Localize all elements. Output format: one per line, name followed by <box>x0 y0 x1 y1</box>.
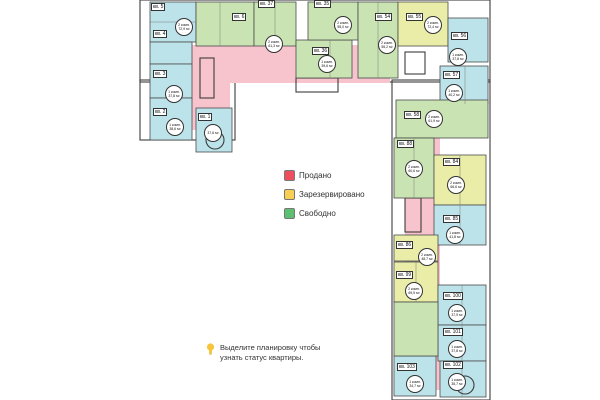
legend-label: Продано <box>299 171 332 180</box>
apartment-area-badge: 1 комн.38,6 м² <box>166 118 184 136</box>
stair-top-right <box>404 51 426 75</box>
apartment-label: кв. 99 <box>396 271 414 279</box>
apartment-area-badge: 1 комн.37,8 м² <box>449 48 467 66</box>
hint-line-1: Выделите планировку чтобы <box>220 343 321 352</box>
apartment-area-badge: 2 комн.61,3 м² <box>265 35 283 53</box>
apartment-kv58[interactable] <box>395 99 489 139</box>
apartment-area-badge: 2 комн.55,0 м² <box>334 16 352 34</box>
apartment-label: кв. 55 <box>406 13 424 21</box>
apartment-label: кв. 103 <box>397 363 417 371</box>
legend-label: Свободно <box>299 209 336 218</box>
free-swatch <box>284 208 295 219</box>
apartment-label: кв. 3 <box>153 70 168 78</box>
apartment-label: кв. 86 <box>396 241 414 249</box>
apartment-label: кв. 35 <box>314 0 332 8</box>
apartment-area-badge: 37,6 м² <box>204 124 222 142</box>
apartment-label: кв. 100 <box>443 292 463 300</box>
legend-label: Зарезервировано <box>299 190 365 199</box>
stair-left <box>199 57 215 99</box>
apartment-area-badge: 1 комн.35,7 м² <box>448 373 466 391</box>
apartment-area-badge: 2 комн.72,4 м² <box>424 16 442 34</box>
apartment-area-badge: 1 комн.40,2 м² <box>445 84 463 102</box>
apartment-label: кв. 5 <box>151 3 166 11</box>
apartment-label: кв. 36 <box>312 47 330 55</box>
apartment-area-badge: 2 комн.66,6 м² <box>447 176 465 194</box>
apartment-area-badge: 2 комн.55,2 м² <box>378 36 396 54</box>
apartment-kv6[interactable] <box>195 1 255 47</box>
apartment-label: кв. 101 <box>443 328 463 336</box>
apartment-area-badge: 2 комн.61,9 м² <box>425 110 443 128</box>
bulb-icon <box>206 343 215 355</box>
apartment-label: кв. 57 <box>443 71 461 79</box>
apartment-area-badge: 2 комн.72,9 м² <box>175 18 193 36</box>
apartment-label: кв. 102 <box>443 361 463 369</box>
apartment-area-badge: 1 комн.41,8 м² <box>446 226 464 244</box>
apartment-area-badge: 2 комн.60,6 м² <box>405 160 423 178</box>
apartment-label: кв. 2 <box>153 108 168 116</box>
hint-message: Выделите планировку чтобы узнать статус … <box>206 343 340 363</box>
apartment-area-badge: 1 комн.37,8 м² <box>448 340 466 358</box>
sold-swatch <box>284 170 295 181</box>
hint-line-2: узнать статус квартиры. <box>220 353 304 362</box>
apartment-area-badge: 2 комн.48,7 м² <box>418 248 436 266</box>
apartment-area-badge: 1 комн.34,7 м² <box>406 375 424 393</box>
apartment-label: кв. 56 <box>451 32 469 40</box>
apartment-label: кв. 6 <box>232 13 247 21</box>
apartment-label: кв. 85 <box>443 215 461 223</box>
apartment-label: кв. 1 <box>198 113 213 121</box>
apartment-label: кв. 88 <box>397 140 415 148</box>
apartment-label: кв. 37 <box>258 0 276 8</box>
apartment-kv4[interactable] <box>149 41 193 65</box>
apartment-label: кв. 4 <box>153 30 168 38</box>
apartment-label: кв. 54 <box>375 13 393 21</box>
legend-item-sold: Продано <box>284 166 365 185</box>
apartment-area-badge: 1 комн.37,9 м² <box>448 304 466 322</box>
legend-item-free: Свободно <box>284 204 365 223</box>
apartment-area-badge: 2 комн.69,5 м² <box>405 282 423 300</box>
apartment-label: кв. 84 <box>443 158 461 166</box>
apartment-area-badge: 1 комн.37,8 м² <box>165 85 183 103</box>
apartment-label: кв. 58 <box>404 111 422 119</box>
reserved-swatch <box>284 189 295 200</box>
status-legend: Продано Зарезервировано Свободно <box>284 166 365 223</box>
apartment-unlabeled-right[interactable] <box>393 301 439 357</box>
legend-item-reserved: Зарезервировано <box>284 185 365 204</box>
apartment-area-badge: 1 комн.39,6 м² <box>318 55 336 73</box>
